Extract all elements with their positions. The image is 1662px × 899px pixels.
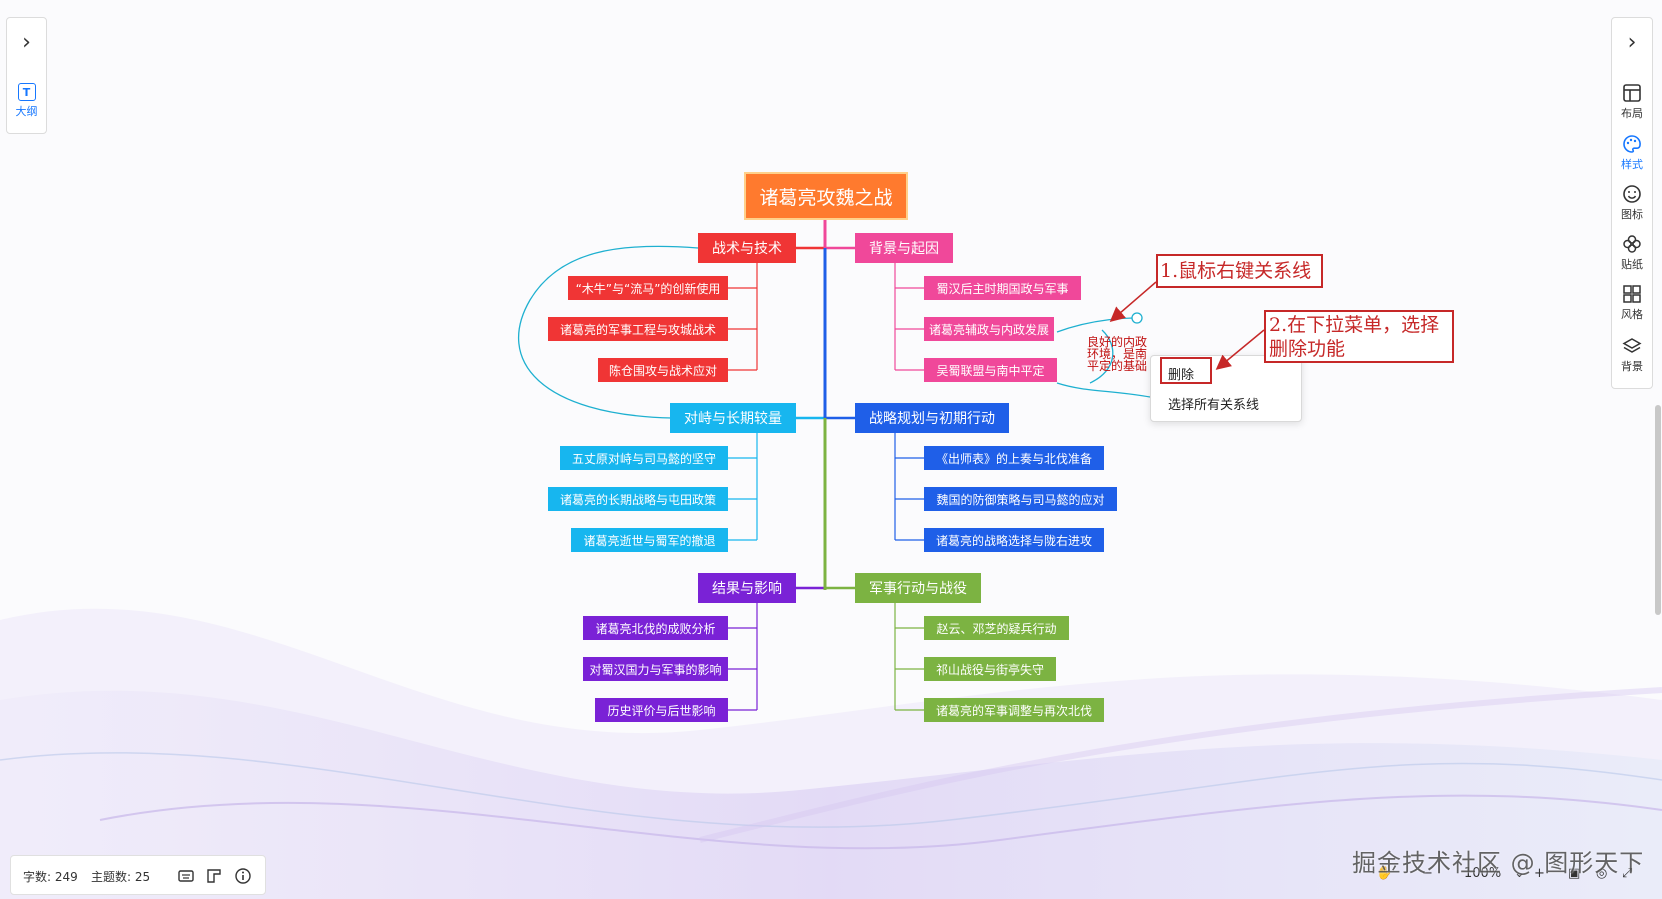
word-count: 字数: 249 xyxy=(23,870,78,884)
locate-icon[interactable]: ◎ xyxy=(1596,866,1608,881)
icon-label: 图标 xyxy=(1621,208,1643,221)
branch-topic[interactable]: 结果与影响 xyxy=(698,573,796,603)
topic-count: 主题数: 25 xyxy=(91,870,151,884)
subtopic[interactable]: 陈仓围攻与战术应对 xyxy=(598,358,728,382)
branch-topic[interactable]: 对峙与长期较量 xyxy=(670,403,796,433)
annotation-text-1: 1.鼠标右键关系线 xyxy=(1160,259,1311,283)
palette-icon xyxy=(1623,135,1641,153)
sticker-button[interactable]: 贴纸 xyxy=(1612,234,1652,272)
subtopic[interactable]: 诸葛亮逝世与蜀军的撤退 xyxy=(571,528,728,552)
smiley-icon xyxy=(1623,185,1641,203)
outline-button[interactable]: T 大纲 xyxy=(7,83,46,119)
relationship-label[interactable]: 良好的内政 环境，是南 平定的基础 xyxy=(1087,336,1157,378)
style-button[interactable]: 样式 xyxy=(1612,134,1652,172)
layout-button[interactable]: 布局 xyxy=(1612,83,1652,121)
menu-item-select-all-relations[interactable]: 选择所有关系线 xyxy=(1168,398,1260,413)
annotation-text-2: 2.在下拉菜单，选择 删除功能 xyxy=(1269,313,1439,361)
subtopic[interactable]: 《出师表》的上奏与北伐准备 xyxy=(924,446,1104,470)
style-label: 样式 xyxy=(1621,158,1643,171)
icon-button[interactable]: 图标 xyxy=(1612,184,1652,222)
fit-view-icon[interactable]: ▣ xyxy=(1568,866,1581,881)
subtopic[interactable]: 诸葛亮的军事工程与攻城战术 xyxy=(548,317,728,341)
outline-label: 大纲 xyxy=(15,105,38,118)
subtopic[interactable]: 对蜀汉国力与军事的影响 xyxy=(583,657,728,681)
subtopic[interactable]: “木牛”与“流马”的创新使用 xyxy=(568,276,728,300)
sticker-icon xyxy=(1623,235,1641,253)
zoom-out-button[interactable]: − xyxy=(1422,866,1433,881)
chevron-right-icon: › xyxy=(22,30,31,55)
delete-highlight-box xyxy=(1160,357,1212,384)
subtopic[interactable]: 诸葛亮的战略选择与陇右进攻 xyxy=(924,528,1104,552)
background-label: 背景 xyxy=(1621,360,1643,373)
subtopic[interactable]: 五丈原对峙与司马懿的坚守 xyxy=(560,446,728,470)
branch-topic[interactable]: 军事行动与战役 xyxy=(855,573,981,603)
subtopic[interactable]: 诸葛亮的军事调整与再次北伐 xyxy=(924,698,1104,722)
right-panel-toggle[interactable]: › xyxy=(1612,32,1652,54)
relationship-label-line: 环境，是南 xyxy=(1087,347,1148,361)
chevron-down-icon[interactable]: ⌄ xyxy=(1514,866,1525,881)
relationship-line xyxy=(1089,329,1114,384)
layout-label: 布局 xyxy=(1621,107,1643,120)
relationship-line xyxy=(1056,382,1151,398)
fullscreen-icon[interactable]: ⤢ xyxy=(1622,866,1633,881)
format-icon[interactable] xyxy=(205,867,223,885)
annotation-number: 1. xyxy=(1160,260,1179,282)
chevron-right-icon: › xyxy=(1627,30,1637,55)
menu-item-delete[interactable]: 删除 xyxy=(1168,368,1195,383)
annotation-box-1 xyxy=(1156,254,1323,288)
left-panel: › T 大纲 xyxy=(6,17,47,134)
theme-style-label: 风格 xyxy=(1621,308,1643,321)
relationship-label-line: 良好的内政 xyxy=(1087,336,1148,349)
status-bar: 字数: 249 主题数: 25 xyxy=(10,855,266,895)
subtopic[interactable]: 蜀汉后主时期国政与军事 xyxy=(924,276,1081,300)
subtopic[interactable]: 诸葛亮北伐的成败分析 xyxy=(583,616,728,640)
sticker-label: 贴纸 xyxy=(1621,258,1643,271)
right-panel: › 布局 样式 图标 贴纸 风格 背景 xyxy=(1611,17,1653,389)
relationship-label-line: 平定的基础 xyxy=(1087,359,1148,373)
subtopic[interactable]: 魏国的防御策略与司马懿的应对 xyxy=(924,487,1117,511)
annotation-label: 删除功能 xyxy=(1269,338,1346,360)
subtopic[interactable]: 历史评价与后世影响 xyxy=(595,698,728,722)
relationship-handle xyxy=(1131,312,1143,324)
annotation-label: 鼠标右键关系线 xyxy=(1178,260,1312,282)
keyboard-icon[interactable] xyxy=(177,867,195,885)
relationship-line xyxy=(518,245,699,419)
branch-topic[interactable]: 背景与起因 xyxy=(855,233,953,263)
background-button[interactable]: 背景 xyxy=(1612,336,1652,374)
subtopic[interactable]: 诸葛亮辅政与内政发展 xyxy=(924,317,1054,341)
outline-icon: T xyxy=(17,83,36,101)
watermark: 掘金技术社区 @ 图形天下 xyxy=(1352,849,1645,877)
hand-icon[interactable]: ✋ xyxy=(1376,866,1393,881)
annotation-box-2 xyxy=(1264,310,1454,363)
subtopic[interactable]: 祁山战役与街亭失守 xyxy=(924,657,1056,681)
zoom-controls: ✋ − 100% ⌄ + ▣ ◎ ⤢ xyxy=(1370,860,1640,890)
grid-icon xyxy=(1623,285,1641,303)
left-panel-toggle[interactable]: › xyxy=(7,32,46,54)
branch-topic[interactable]: 战略规划与初期行动 xyxy=(855,403,1009,433)
annotation-label: 在下拉菜单，选择 xyxy=(1287,314,1440,336)
subtopic[interactable]: 赵云、邓芝的疑兵行动 xyxy=(924,616,1069,640)
layers-icon xyxy=(1622,338,1642,353)
zoom-in-button[interactable]: + xyxy=(1534,866,1545,881)
annotation-number: 2. xyxy=(1269,314,1288,336)
info-icon[interactable] xyxy=(234,867,252,885)
subtopic[interactable]: 吴蜀联盟与南中平定 xyxy=(924,358,1057,382)
theme-style-button[interactable]: 风格 xyxy=(1612,284,1652,322)
subtopic[interactable]: 诸葛亮的长期战略与屯田政策 xyxy=(548,487,728,511)
relationship-line xyxy=(1056,317,1138,333)
layout-icon xyxy=(1623,84,1641,102)
root-topic[interactable]: 诸葛亮攻魏之战 xyxy=(744,172,908,220)
branch-topic[interactable]: 战术与技术 xyxy=(698,233,796,263)
vertical-scrollbar[interactable] xyxy=(1655,405,1661,615)
zoom-level[interactable]: 100% xyxy=(1464,866,1502,881)
